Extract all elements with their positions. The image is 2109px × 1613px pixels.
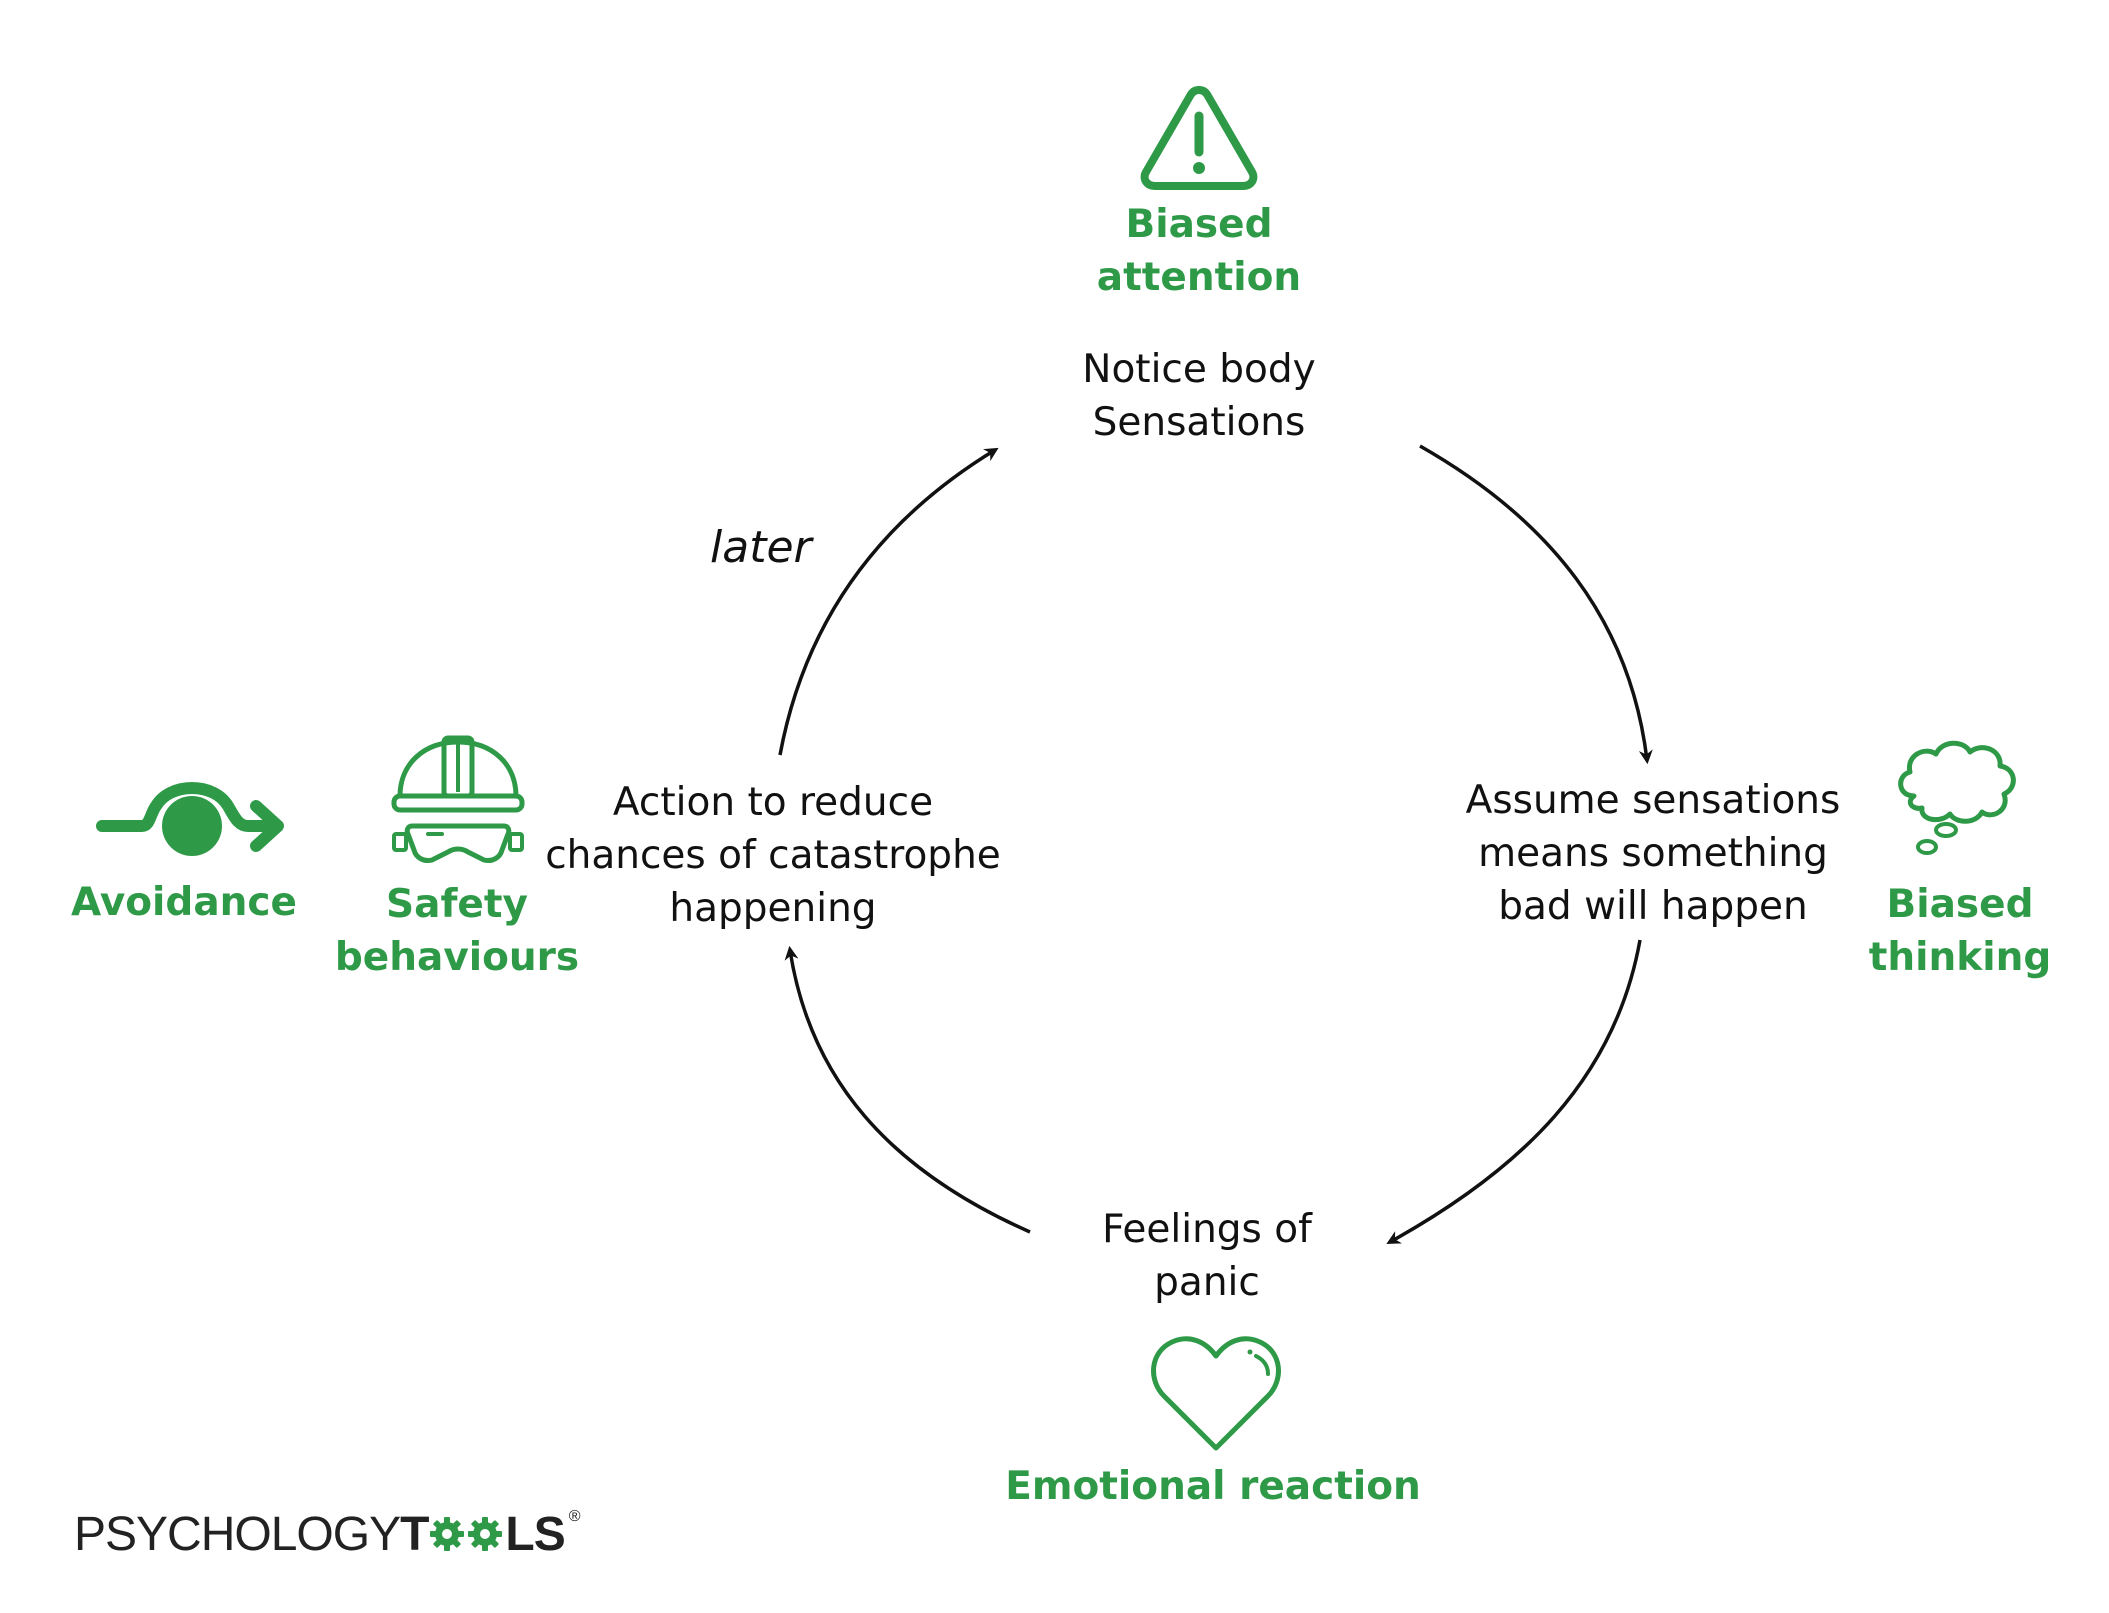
arrow-top-to-right	[1419, 444, 1653, 765]
logo-text-tools: T	[400, 1507, 566, 1562]
edge-label-later: later	[710, 522, 812, 573]
node-text: Action to reduce	[612, 780, 934, 825]
node-text: bad will happen	[1498, 884, 1808, 929]
logo-letter-t: T	[400, 1507, 429, 1561]
label-text: behaviours	[334, 935, 580, 980]
label-biased-thinking: Biased thinking	[1869, 878, 2052, 984]
heart-icon	[1151, 1336, 1281, 1451]
label-text: thinking	[1868, 935, 2052, 980]
node-text: chances of catastrophe	[545, 833, 1001, 878]
logo-letters-ls: LS	[505, 1507, 565, 1561]
node-text: panic	[1154, 1260, 1260, 1305]
gear-icon	[430, 1517, 465, 1551]
label-safety-behaviours: Safety behaviours	[335, 878, 579, 984]
thought-cloud-icon	[1898, 740, 2016, 855]
node-text: Sensations	[1092, 400, 1306, 445]
gear-icon	[468, 1517, 503, 1551]
node-feelings-of-panic: Feelings of panic	[1102, 1203, 1312, 1309]
logo-text-psychology: PSYCHOLOGY	[74, 1507, 401, 1561]
label-text: Emotional reaction	[1005, 1464, 1421, 1509]
hardhat-goggles-icon	[391, 735, 525, 863]
psychology-tools-logo: PSYCHOLOGY T	[74, 1504, 581, 1564]
label-text: attention	[1096, 255, 1302, 300]
label-text: Biased	[1886, 882, 2034, 927]
node-action-to-reduce: Action to reduce chances of catastrophe …	[545, 776, 1001, 935]
label-avoidance: Avoidance	[71, 876, 297, 929]
arrow-left-to-top	[778, 447, 999, 756]
node-notice-body-sensations: Notice body Sensations	[1082, 343, 1315, 449]
node-text: means something	[1478, 831, 1828, 876]
registered-mark: ®	[568, 1508, 581, 1525]
label-text: Biased	[1125, 202, 1273, 247]
label-text: Avoidance	[71, 880, 297, 925]
node-text: happening	[669, 886, 877, 931]
label-emotional-reaction: Emotional reaction	[1005, 1460, 1421, 1513]
node-text: Assume sensations	[1465, 778, 1841, 823]
node-assume-sensations: Assume sensations means something bad wi…	[1466, 774, 1841, 933]
label-text: Safety	[386, 882, 528, 927]
arrow-bottom-to-left	[784, 945, 1031, 1234]
arrow-right-to-bottom	[1386, 939, 1642, 1245]
warning-triangle-icon	[1140, 86, 1258, 190]
avoidance-arrow-icon	[96, 782, 284, 856]
label-biased-attention: Biased attention	[1097, 198, 1301, 304]
node-text: Notice body	[1082, 347, 1316, 392]
node-text: Feelings of	[1102, 1207, 1312, 1252]
